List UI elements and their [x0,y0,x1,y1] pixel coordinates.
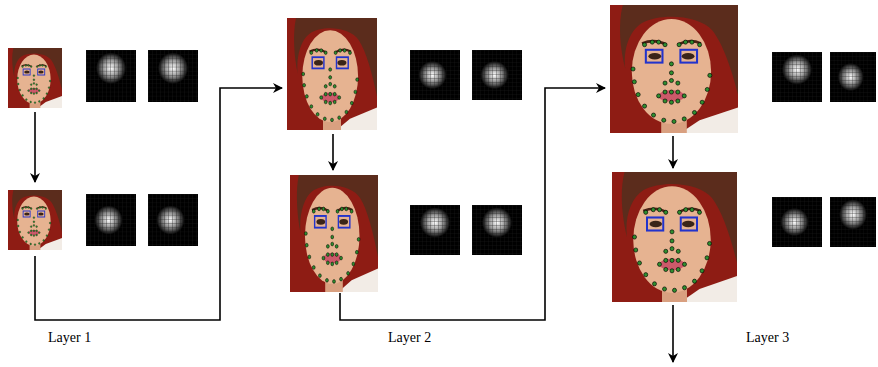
face-image [612,172,737,302]
face-image [290,175,378,292]
heatmap [830,52,876,102]
heatmap [86,50,136,102]
layer-label: Layer 1 [48,330,91,347]
flow-arrow [340,88,605,320]
heatmap [472,50,522,100]
heatmap [830,197,876,247]
heatmap [772,52,822,102]
heatmap [148,50,198,102]
layer-label: Layer 3 [746,330,789,347]
heatmap [410,205,460,255]
face-image [8,48,62,108]
heatmap [772,197,822,247]
heatmap [86,194,136,246]
flow-arrow [672,305,674,362]
layer-label: Layer 2 [388,330,431,347]
flow-arrow [672,136,674,168]
heatmap [148,194,198,246]
flow-arrow [35,88,282,320]
flow-arrow [332,134,334,170]
face-image [287,18,377,130]
heatmap [472,205,522,255]
face-image [8,190,62,250]
face-image [610,5,738,133]
heatmap [410,50,460,100]
flow-arrow [34,112,36,182]
